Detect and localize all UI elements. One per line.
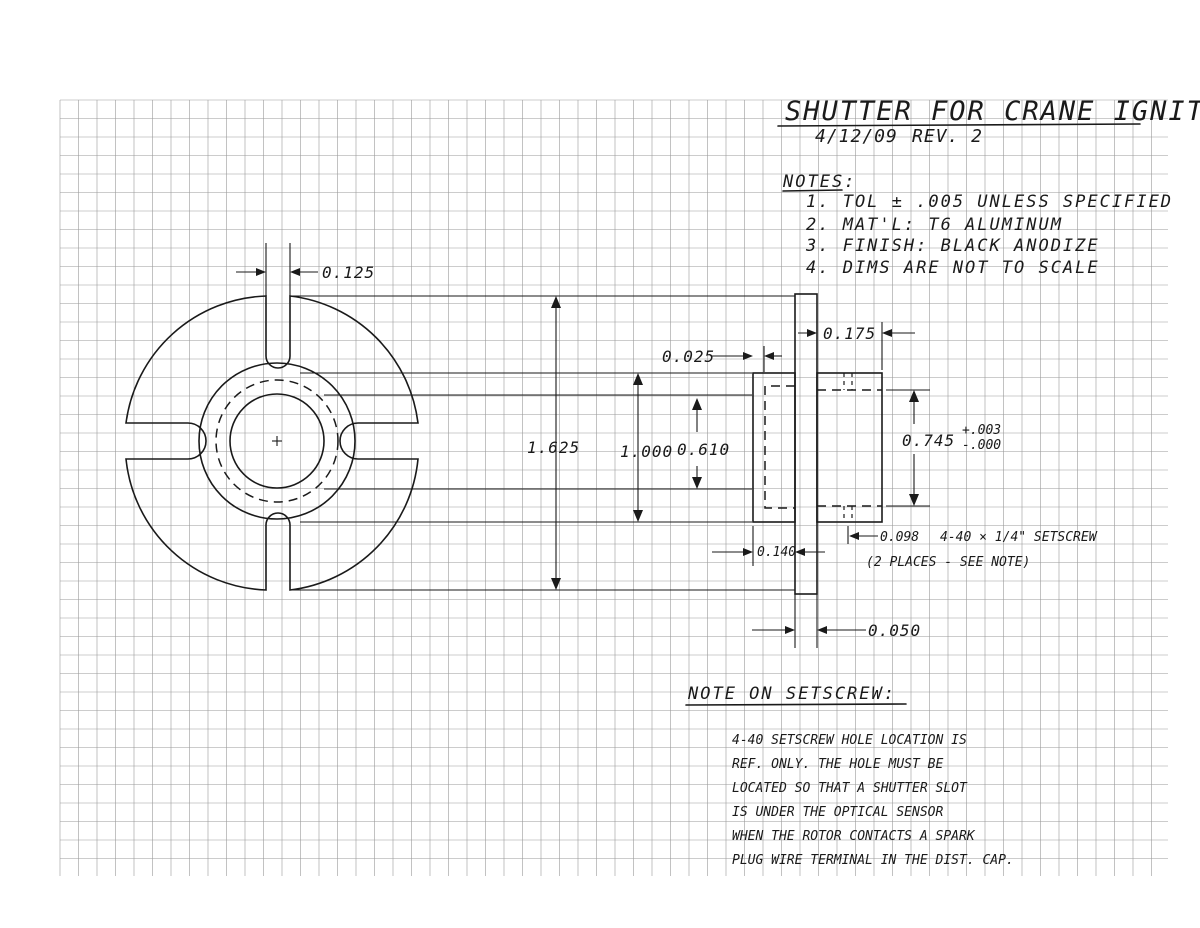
dim-hub-length: 0.175 [798,322,915,370]
overall-diameter-label: 1.625 [527,438,580,457]
front-view [125,243,419,591]
projection-lines [292,295,795,591]
setscrew-note-line: 4-40 SETSCREW HOLE LOCATION IS [732,733,967,748]
side-view [752,293,883,595]
hub-step-tol-plus: +.003 [962,423,1001,438]
hub-outer-circle [198,362,356,520]
dim-bore: 0.610 [677,398,730,489]
setscrew-note-line: IS UNDER THE OPTICAL SENSOR [732,805,943,820]
setscrew-note-line: PLUG WIRE TERMINAL IN THE DIST. CAP. [732,853,1014,868]
flange-offset-label: 0.140 [757,545,796,560]
dim-shoulder-step: 0.025 [662,346,782,372]
setscrew-places-label: (2 PLACES - SEE NOTE) [866,555,1030,570]
hub-length-label: 0.175 [823,324,876,343]
note-item: 1. TOL ± .005 UNLESS SPECIFIED [806,192,1173,212]
setscrew-note-header: NOTE ON SETSCREW: [687,684,896,704]
hub-step-tol-minus: -.000 [962,438,1001,453]
dim-flange-offset: 0.140 [712,526,825,566]
shoulder-step-label: 0.025 [662,347,715,366]
setscrew-note-line: LOCATED SO THAT A SHUTTER SLOT [732,781,968,796]
hidden-hub-step [215,379,339,503]
notes-underline [782,189,843,192]
left-hub [752,372,796,523]
drawing-revision: REV. 2 [912,126,983,147]
setscrew-offset-label: 0.098 [880,530,919,545]
dim-hub-step: 0.745 +.003 -.000 [886,389,1001,507]
flange-plate [794,293,818,595]
setscrew-note-line: REF. ONLY. THE HOLE MUST BE [732,757,943,772]
drawing-title: SHUTTER FOR CRANE IGNITION [785,96,1200,127]
title-underline [777,123,1141,127]
bore-circle [229,393,325,489]
dim-hub-od: 1.000 [620,373,673,522]
setscrew-spec-label: 4-40 × 1/4" SETSCREW [940,530,1098,545]
hidden-bore-left [764,385,795,509]
note-item: 2. MAT'L: T6 ALUMINUM [806,215,1063,235]
dim-overall-diameter: 1.625 [527,296,580,590]
note-item: 4. DIMS ARE NOT TO SCALE [806,258,1100,278]
setscrew-note-line: WHEN THE ROTOR CONTACTS A SPARK [732,829,976,844]
dim-setscrew: 0.098 4-40 × 1/4" SETSCREW (2 PLACES - S… [847,526,1098,570]
dim-flange-thickness: 0.050 [752,594,921,648]
right-hub [816,372,883,523]
dim-slot-width: 0.125 [236,263,375,282]
note-item: 3. FINISH: BLACK ANODIZE [805,236,1100,256]
flange-thickness-label: 0.050 [868,621,921,640]
outer-disk-outline [125,295,419,591]
setscrew-note-underline [685,703,907,706]
bore-label: 0.610 [677,440,730,459]
slot-width-label: 0.125 [322,263,375,282]
drawing-date: 4/12/09 [815,126,898,147]
hub-step-label: 0.745 [902,431,955,450]
hub-od-label: 1.000 [620,442,673,461]
notes-header: NOTES: [782,172,856,192]
